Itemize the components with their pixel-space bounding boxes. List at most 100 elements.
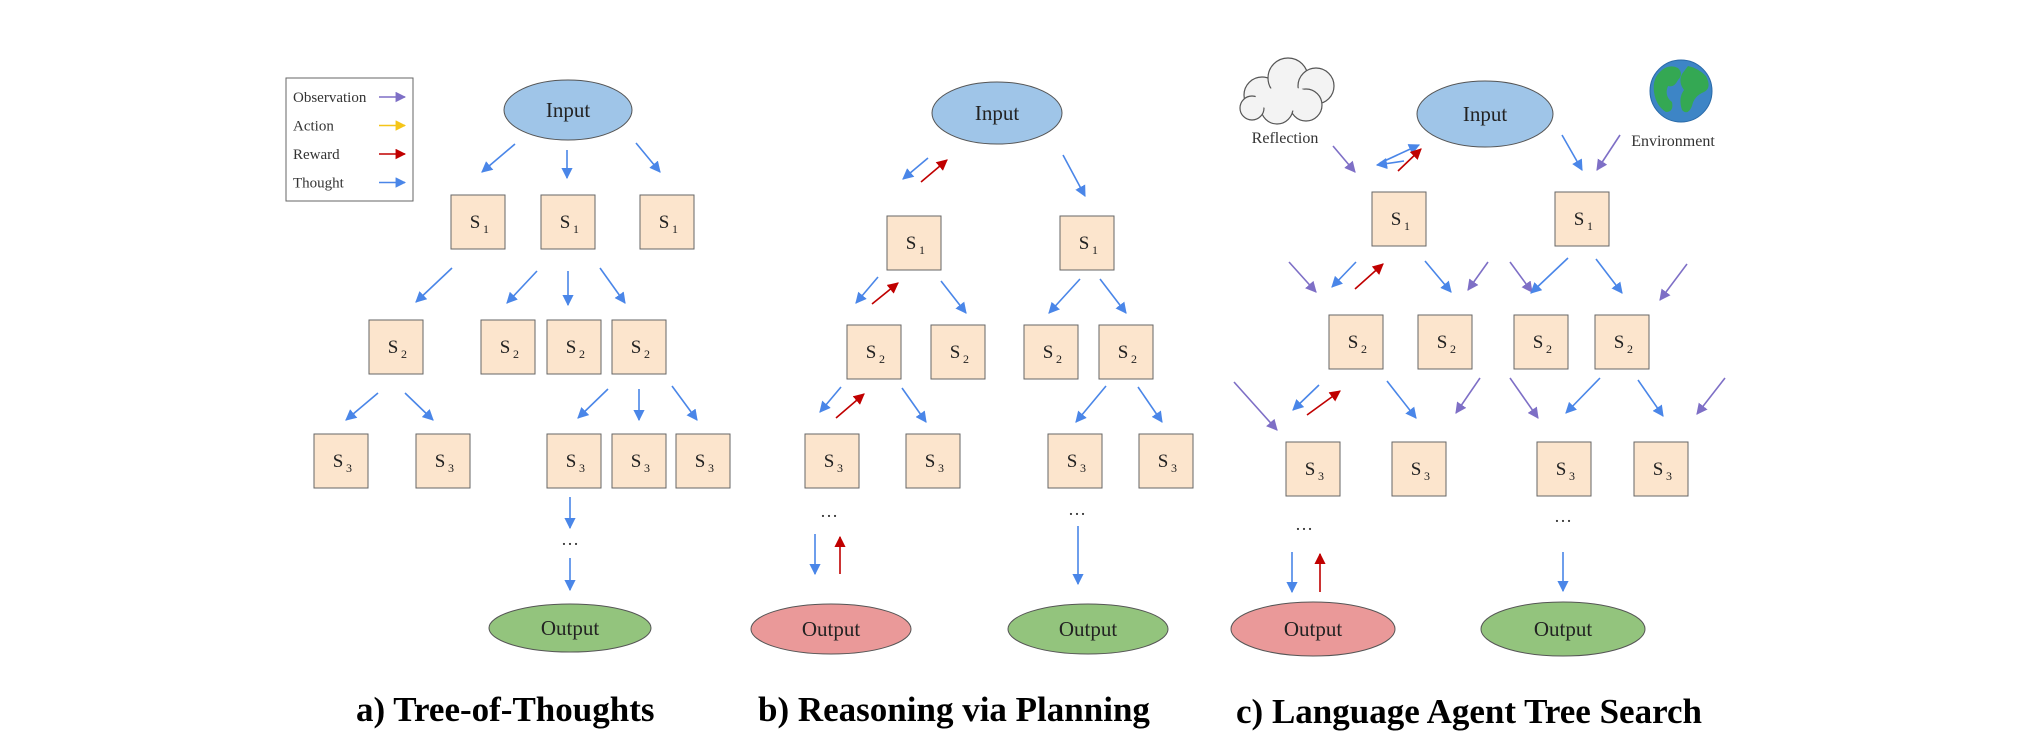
thought-arrow xyxy=(635,142,661,173)
svg-text:Thought: Thought xyxy=(293,176,345,192)
thought-arrow xyxy=(506,270,538,304)
svg-text:S: S xyxy=(566,337,577,358)
svg-text:S: S xyxy=(925,451,936,472)
reward-legend-item: Reward xyxy=(293,147,407,163)
thought-arrow xyxy=(902,157,929,180)
svg-text:3: 3 xyxy=(1318,469,1324,483)
thought-arrow xyxy=(1530,257,1569,294)
thought-arrow xyxy=(855,276,879,304)
svg-text:1: 1 xyxy=(1587,219,1593,233)
svg-text:3: 3 xyxy=(1080,461,1086,475)
svg-text:Action: Action xyxy=(293,119,334,135)
svg-text:S: S xyxy=(1653,459,1664,480)
svg-text:S: S xyxy=(1348,332,1359,353)
svg-text:3: 3 xyxy=(1171,461,1177,475)
svg-text:S: S xyxy=(566,451,577,472)
caption-language-agent-tree-search: c) Language Agent Tree Search xyxy=(1236,692,1702,731)
observation-arrow xyxy=(1509,377,1539,419)
svg-text:S: S xyxy=(1305,459,1316,480)
svg-text:2: 2 xyxy=(1131,352,1137,366)
svg-text:Output: Output xyxy=(1284,617,1343,641)
thought-arrow xyxy=(901,387,927,423)
thought-arrow xyxy=(819,386,842,413)
svg-text:S: S xyxy=(695,451,706,472)
thought-arrow xyxy=(940,280,967,314)
ellipsis-c-1: … xyxy=(1295,514,1313,534)
ellipsis-a: … xyxy=(561,529,579,549)
caption-reasoning-via-planning: b) Reasoning via Planning xyxy=(758,690,1150,729)
svg-text:2: 2 xyxy=(644,347,650,361)
thought-arrow xyxy=(1292,384,1320,411)
svg-text:S: S xyxy=(560,212,571,233)
svg-text:2: 2 xyxy=(1546,342,1552,356)
reward-arrow xyxy=(1397,148,1422,172)
svg-text:3: 3 xyxy=(837,461,843,475)
thought-arrow xyxy=(1637,379,1664,417)
thought-arrow xyxy=(599,267,626,304)
thought-arrow xyxy=(1595,258,1623,294)
svg-text:2: 2 xyxy=(1361,342,1367,356)
svg-text:S: S xyxy=(866,342,877,363)
globe-icon xyxy=(1649,59,1713,123)
svg-text:Input: Input xyxy=(1463,102,1507,126)
svg-text:S: S xyxy=(1533,332,1544,353)
thought-arrow xyxy=(1048,278,1081,314)
svg-text:1: 1 xyxy=(919,243,925,257)
thought-arrow xyxy=(345,392,379,421)
svg-text:S: S xyxy=(1614,332,1625,353)
observation-arrow xyxy=(1288,261,1317,293)
output-node-c-fail: Output xyxy=(1230,601,1396,657)
arrows-layer xyxy=(345,134,1726,594)
observation-arrow xyxy=(1659,263,1688,301)
thought-arrow xyxy=(577,388,609,419)
cloud-icon xyxy=(1239,57,1335,125)
svg-text:S: S xyxy=(659,212,670,233)
svg-text:3: 3 xyxy=(644,461,650,475)
svg-text:Input: Input xyxy=(975,101,1019,125)
svg-text:S: S xyxy=(631,337,642,358)
input-node-b: Input xyxy=(931,81,1063,145)
svg-text:3: 3 xyxy=(1569,469,1575,483)
svg-text:S: S xyxy=(1067,451,1078,472)
thought-arrow xyxy=(671,385,698,421)
svg-text:S: S xyxy=(333,451,344,472)
output-node-b-fail: Output xyxy=(750,603,912,655)
svg-text:S: S xyxy=(631,451,642,472)
thought-arrow xyxy=(1379,144,1421,164)
ellipsis-b-1: … xyxy=(820,501,838,521)
svg-text:S: S xyxy=(1043,342,1054,363)
reflection-label: Reflection xyxy=(1252,130,1319,147)
ellipsis-c-2: … xyxy=(1554,506,1572,526)
legend-box xyxy=(285,77,414,202)
thought-arrow xyxy=(1099,278,1127,314)
svg-text:S: S xyxy=(1574,209,1585,230)
svg-text:S: S xyxy=(1079,233,1090,254)
svg-text:3: 3 xyxy=(346,461,352,475)
observation-arrow xyxy=(1467,261,1489,291)
reward-arrow xyxy=(1354,263,1384,290)
thought-legend-item: Thought xyxy=(293,176,407,192)
svg-text:1: 1 xyxy=(672,222,678,236)
svg-text:2: 2 xyxy=(1450,342,1456,356)
caption-tree-of-thoughts: a) Tree-of-Thoughts xyxy=(356,690,655,729)
observation-arrow xyxy=(1455,377,1481,414)
